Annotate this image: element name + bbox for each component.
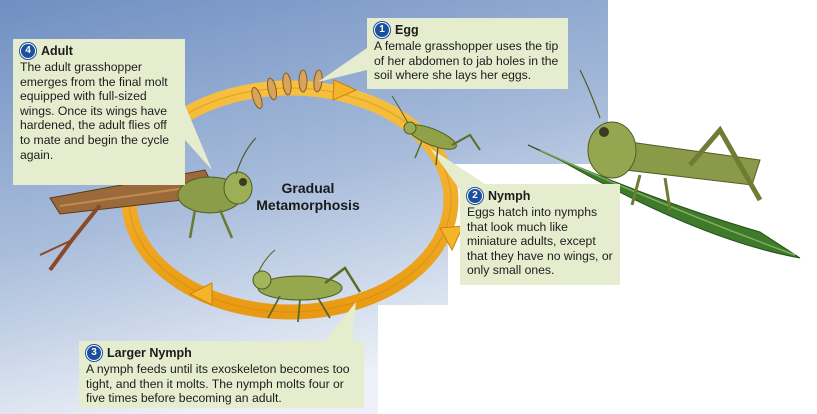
callout-nymph-text: Eggs hatch into nymphs that look much li… (467, 205, 614, 278)
callout-egg-heading: 1 Egg (374, 22, 562, 38)
center-label-line-1: Gradual (244, 180, 372, 197)
callout-egg: 1 Egg A female grasshopper uses the tip … (367, 18, 568, 89)
step-number-badge: 3 (86, 345, 102, 361)
callout-adult: 4 Adult The adult grasshopper emerges fr… (13, 39, 185, 185)
step-number-badge: 4 (20, 43, 36, 59)
callout-adult-text: The adult grasshopper emerges from the f… (20, 60, 179, 162)
callout-larger-nymph-heading: 3 Larger Nymph (86, 345, 358, 361)
step-number-badge: 2 (467, 188, 483, 204)
center-label-line-2: Metamorphosis (244, 197, 372, 214)
callout-nymph-title: Nymph (488, 189, 530, 204)
callout-adult-title: Adult (41, 44, 73, 59)
callout-larger-nymph-text: A nymph feeds until its exoskeleton beco… (86, 362, 358, 406)
callout-egg-title: Egg (395, 23, 419, 38)
callout-larger-nymph: 3 Larger Nymph A nymph feeds until its e… (79, 341, 364, 408)
center-label: Gradual Metamorphosis (244, 180, 372, 214)
step-number-badge: 1 (374, 22, 390, 38)
callout-egg-text: A female grasshopper uses the tip of her… (374, 39, 562, 83)
callout-adult-heading: 4 Adult (20, 43, 179, 59)
callout-larger-nymph-title: Larger Nymph (107, 346, 192, 361)
callout-nymph-heading: 2 Nymph (467, 188, 614, 204)
callout-nymph: 2 Nymph Eggs hatch into nymphs that look… (460, 184, 620, 285)
